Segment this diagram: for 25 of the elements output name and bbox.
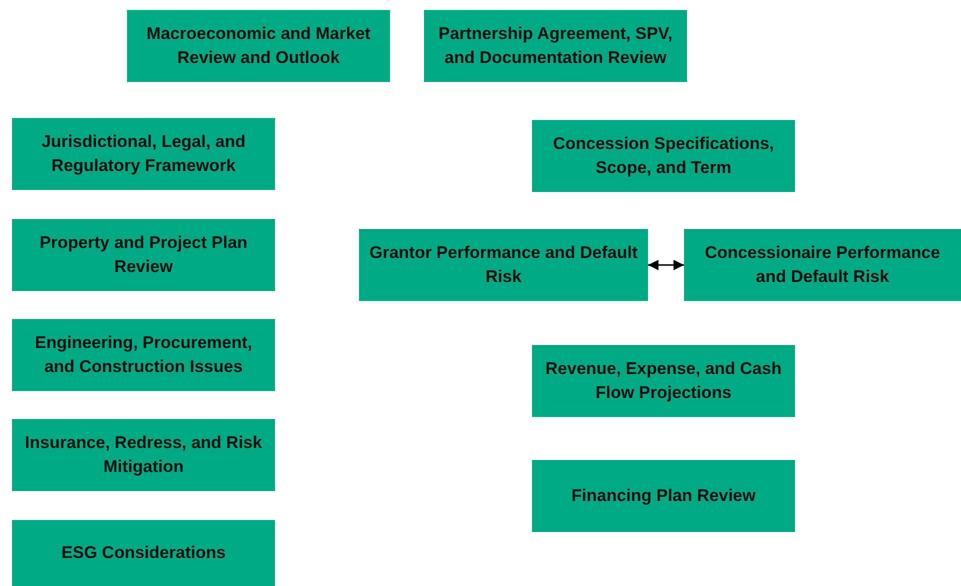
topic-box bbox=[424, 10, 687, 82]
topic-box bbox=[127, 10, 390, 82]
topic-label: Partnership Agreement, SPV, and Documentation Review bbox=[438, 23, 674, 69]
topic-label: Concession Specifications, Scope, and Term bbox=[552, 133, 776, 179]
topic-box bbox=[12, 520, 275, 586]
topic-label: Concessionaire Performance and Default Risk bbox=[704, 242, 942, 288]
topic-label: Macroeconomic and Market Review and Outlook bbox=[146, 23, 372, 69]
topic-box bbox=[532, 460, 795, 532]
topic-box bbox=[532, 345, 795, 417]
topic-label: Jurisdictional, Legal, and Regulatory Framework bbox=[40, 131, 247, 177]
topic-box bbox=[12, 419, 275, 491]
topic-box bbox=[12, 319, 275, 391]
topic-label: Grantor Performance and Default Risk bbox=[369, 242, 638, 288]
topic-label: Revenue, Expense, and Cash Flow Projections bbox=[544, 358, 783, 404]
topic-box bbox=[532, 120, 795, 192]
topic-label: Engineering, Procurement, and Construction Issues bbox=[34, 332, 254, 378]
topic-box bbox=[12, 219, 275, 291]
topic-label: Financing Plan Review bbox=[571, 485, 756, 507]
topic-box bbox=[359, 229, 648, 301]
topic-box bbox=[12, 118, 275, 190]
double-arrow bbox=[648, 260, 684, 270]
topic-label: Insurance, Redress, and Risk Mitigation bbox=[24, 432, 264, 478]
topic-box bbox=[684, 229, 961, 301]
topic-label: ESG Considerations bbox=[61, 542, 226, 564]
topic-label: Property and Project Plan Review bbox=[38, 232, 248, 278]
